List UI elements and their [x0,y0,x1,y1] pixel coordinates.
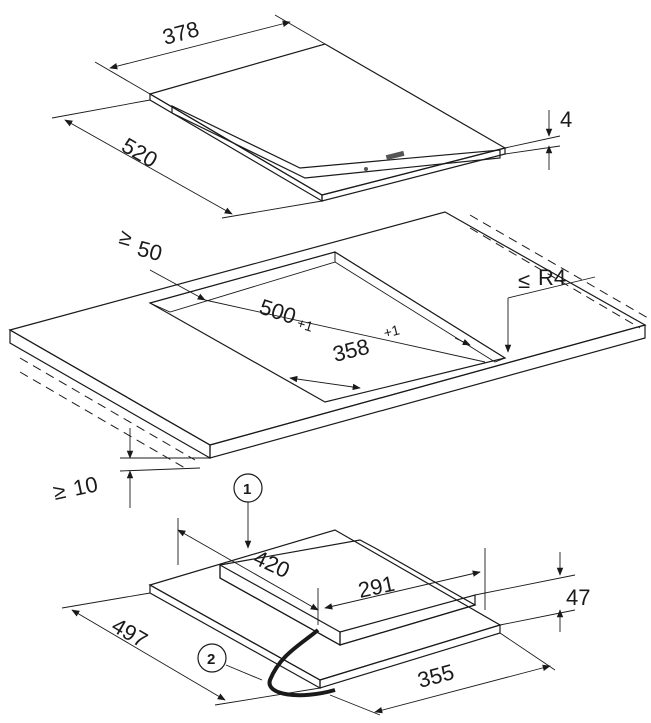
frame-width-label: 355 [415,659,457,693]
housing-depth-label: 420 [250,545,294,583]
frame-depth-label: 497 [108,613,152,653]
glass-thickness-label: 4 [560,107,572,132]
radius-label: R4 [538,265,566,290]
min-edge-symbol: ≥ [117,224,135,251]
hob-depth-label: 520 [118,133,162,173]
min-thickness-symbol: ≥ [51,478,68,505]
min-thickness-label: 10 [71,471,100,501]
callout-1-label: 1 [243,481,251,498]
radius-symbol: ≤ [518,268,530,293]
cutout-depth-label: 500 [256,294,299,329]
hob-top-view: 378 520 4 [51,14,572,219]
power-cable [267,628,336,698]
hob-width-label: 378 [160,16,202,50]
housing-height-label: 47 [566,585,590,610]
sensor-dot-icon [364,167,368,171]
cutout-width-tolerance: +1 [382,321,402,340]
callout-2-label: 2 [207,651,215,668]
hob-underside-view: 1 2 420 291 47 497 355 [61,473,590,716]
cutout-width-label: 358 [330,334,372,367]
housing-width-label: 291 [356,571,397,603]
cutout-depth-tolerance: +1 [295,315,315,335]
control-panel-icon [385,150,405,161]
worktop-cutout-view: ≥ 50 500 +1 358 +1 ≤ R4 ≥ 10 [8,211,649,508]
min-edge-label: 50 [135,236,165,266]
